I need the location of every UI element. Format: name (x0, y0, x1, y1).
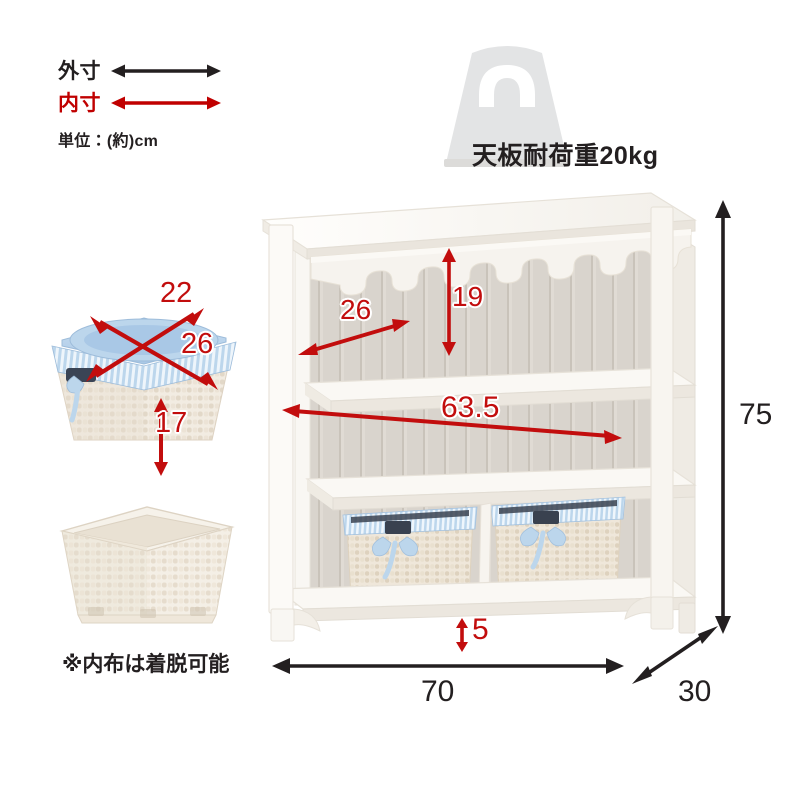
removable-liner-caption: ※内布は着脱可能 (62, 653, 230, 676)
legend-outer-label: 外寸 (58, 59, 101, 83)
basket-width-arrow-icon (90, 316, 218, 390)
leg-clearance-arrow-icon (456, 618, 468, 652)
basket-height-arrow-icon (154, 398, 168, 476)
legend-row-outer: 外寸 (58, 58, 221, 84)
legend-outer-arrow-icon (111, 64, 221, 78)
plain-basket-illustration (52, 485, 242, 630)
shelf-inner-width-value: 63.5 (441, 391, 500, 424)
total-depth-value: 30 (678, 675, 712, 708)
shelf-basket-right (490, 496, 626, 596)
shelf-inner-height-arrow-icon (442, 248, 456, 356)
total-height-arrow-icon (715, 200, 731, 634)
shelf-unit-illustration (255, 185, 705, 655)
basket-depth-value: 22 (160, 277, 193, 309)
shelf-inner-width-arrow-icon (282, 404, 622, 444)
shelf-basket-left (342, 506, 478, 598)
basket-height-value: 17 (155, 407, 188, 439)
weight-icon (444, 46, 570, 167)
legend-unit-note-row: 単位：(約)cm (58, 127, 221, 151)
total-height-value: 75 (739, 398, 773, 431)
basket-depth-arrow-icon (86, 308, 204, 382)
shelf-inner-depth-value: 26 (340, 294, 372, 325)
legend-row-inner: 内寸 (58, 90, 221, 116)
legend-inner-label: 内寸 (58, 91, 101, 115)
top-load-capacity-badge (432, 45, 582, 170)
total-width-arrow-icon (272, 658, 624, 674)
shelf-inner-height-value: 19 (452, 281, 484, 312)
dimension-legend: 外寸 内寸 単位：(約)cm (58, 58, 221, 151)
top-load-capacity-text: 天板耐荷重20kg (472, 142, 659, 170)
legend-inner-arrow-icon (111, 96, 221, 110)
shelf-inner-depth-arrow-icon (298, 319, 410, 355)
leg-clearance-value: 5 (472, 613, 489, 646)
total-width-value: 70 (421, 675, 455, 708)
total-depth-arrow-icon (632, 626, 718, 684)
legend-unit-note: 単位：(約)cm (58, 133, 159, 150)
basket-width-value: 26 (181, 328, 214, 360)
